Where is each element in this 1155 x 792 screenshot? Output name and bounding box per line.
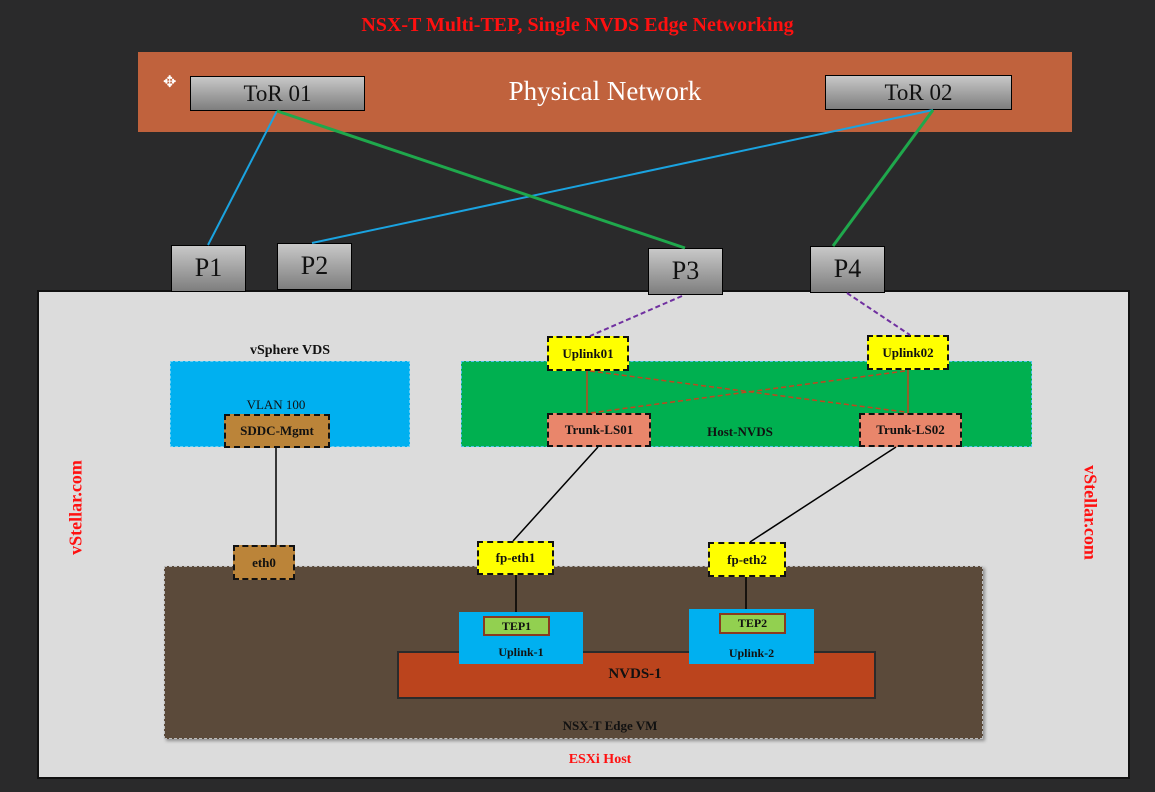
link-p4-uplink02 [846,292,911,336]
link-p3-uplink01 [589,295,683,337]
move-cursor-icon: ✥ [163,74,177,91]
link-tor01-p3 [276,109,686,250]
port-p4[interactable]: P4 [810,246,885,293]
sddc-mgmt-portgroup[interactable]: SDDC-Mgmt [224,414,330,448]
tor-02-switch[interactable]: ToR 02 [825,75,1012,110]
link-trunk02-fpeth2 [749,446,897,543]
port-p2[interactable]: P2 [277,243,352,290]
physical-network-label: Physical Network [508,76,702,106]
uplink-1-label: Uplink-1 [498,645,544,659]
tep2[interactable]: TEP2 [719,613,786,634]
uplink02[interactable]: Uplink02 [867,335,949,370]
fp-eth1-interface[interactable]: fp-eth1 [477,541,554,575]
uplink-2-label: Uplink-2 [728,646,775,660]
link-tor02-p2 [311,109,934,244]
eth0-interface[interactable]: eth0 [233,545,295,580]
edge-vm-label: NSX-T Edge VM [562,718,658,733]
vlan-label: VLAN 100 [246,397,306,412]
port-p1[interactable]: P1 [171,245,246,292]
tep1[interactable]: TEP1 [483,616,550,636]
nvds-1-label: NVDS-1 [608,666,662,682]
link-tor01-p1 [207,110,278,246]
uplink01[interactable]: Uplink01 [547,336,629,371]
link-uplink02-trunk01 [589,370,906,414]
link-trunk01-fpeth1 [512,446,599,542]
diagram-title: NSX-T Multi-TEP, Single NVDS Edge Networ… [361,14,794,36]
vsphere-vds-label: vSphere VDS [249,343,330,358]
esxi-host-label: ESXi Host [568,752,632,767]
trunk-ls02[interactable]: Trunk-LS02 [859,413,962,447]
link-tor02-p4 [831,109,935,247]
host-nvds-label: Host-NVDS [707,424,773,439]
link-uplink01-trunk02 [589,370,906,413]
port-p3[interactable]: P3 [648,248,723,295]
fp-eth2-interface[interactable]: fp-eth2 [708,542,786,577]
trunk-ls01[interactable]: Trunk-LS01 [547,413,651,447]
